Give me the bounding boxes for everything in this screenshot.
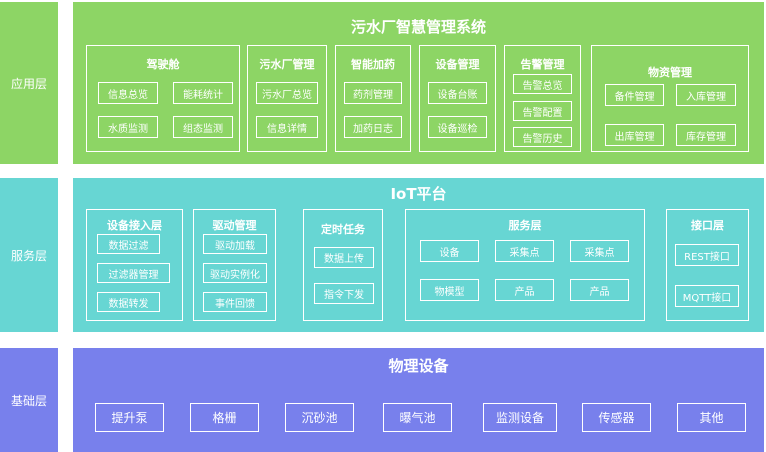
material-title: 物资管理 [648, 66, 692, 79]
driver-item-load[interactable]: 驱动加载 [203, 234, 267, 254]
dosing-group: 智能加药 药剂管理 加药日志 [335, 45, 411, 152]
cockpit-title: 驾驶舱 [146, 58, 180, 71]
iface-item-rest[interactable]: REST接口 [675, 244, 739, 266]
svc-item-point-1[interactable]: 采集点 [495, 240, 554, 262]
alarm-group: 告警管理 告警总览 告警配置 告警历史 [504, 45, 581, 152]
plant-item-overview[interactable]: 污水厂总览 [256, 82, 318, 104]
alarm-title: 告警管理 [520, 58, 565, 71]
dosing-title: 智能加药 [351, 58, 395, 71]
iface-title: 接口层 [691, 219, 724, 232]
base-layer: 物理设备 提升泵 格栅 沉砂池 曝气池 监测设备 传感器 其他 [73, 348, 764, 452]
svc-item-point-2[interactable]: 采集点 [570, 240, 629, 262]
equipment-group: 设备管理 设备台账 设备巡检 [419, 45, 496, 152]
access-group: 设备接入层 数据过滤 过滤器管理 数据转发 [86, 209, 183, 321]
dosing-item-reagent[interactable]: 药剂管理 [344, 82, 402, 104]
alarm-item-config[interactable]: 告警配置 [513, 101, 572, 121]
iface-item-mqtt[interactable]: MQTT接口 [675, 285, 739, 307]
cockpit-item-config-monitor[interactable]: 组态监测 [173, 116, 233, 138]
material-item-inbound[interactable]: 入库管理 [676, 84, 736, 106]
app-layer: 污水厂智慧管理系统 驾驶舱 信息总览 能耗统计 水质监测 组态监测 污水厂管理 … [73, 2, 764, 164]
access-title: 设备接入层 [107, 219, 162, 232]
base-layer-label: 基础层 [0, 348, 58, 452]
driver-item-event-feedback[interactable]: 事件回馈 [203, 292, 267, 312]
driver-item-instantiate[interactable]: 驱动实例化 [203, 263, 267, 283]
driver-title: 驱动管理 [212, 219, 257, 232]
device-sensor[interactable]: 传感器 [582, 403, 651, 432]
material-item-inventory[interactable]: 库存管理 [676, 124, 736, 146]
device-aeration-tank[interactable]: 曝气池 [383, 403, 452, 432]
alarm-item-overview[interactable]: 告警总览 [513, 74, 572, 94]
svc-title: 服务层 [508, 219, 542, 232]
timer-group: 定时任务 数据上传 指令下发 [303, 209, 383, 321]
service-layer-title: IoT平台 [390, 185, 447, 203]
cockpit-group: 驾驶舱 信息总览 能耗统计 水质监测 组态监测 [86, 45, 240, 152]
base-layer-title: 物理设备 [388, 357, 449, 375]
svc-item-thing-model[interactable]: 物模型 [420, 279, 479, 301]
device-grit-chamber[interactable]: 沉砂池 [285, 403, 354, 432]
service-layer-label: 服务层 [0, 178, 58, 332]
timer-title: 定时任务 [321, 223, 365, 236]
access-item-filter-manager[interactable]: 过滤器管理 [97, 263, 170, 283]
svc-item-product-1[interactable]: 产品 [495, 279, 554, 301]
plant-item-detail[interactable]: 信息详情 [256, 116, 318, 138]
material-group: 物资管理 备件管理 入库管理 出库管理 库存管理 [591, 45, 749, 152]
timer-item-upload[interactable]: 数据上传 [314, 247, 374, 268]
plant-group: 污水厂管理 污水厂总览 信息详情 [247, 45, 327, 152]
service-layer-label-text: 服务层 [10, 248, 47, 263]
dosing-item-log[interactable]: 加药日志 [344, 116, 402, 138]
material-item-spare-parts[interactable]: 备件管理 [605, 84, 664, 106]
cockpit-item-water-quality[interactable]: 水质监测 [98, 116, 158, 138]
svc-item-device[interactable]: 设备 [420, 240, 479, 262]
service-layer: IoT平台 设备接入层 数据过滤 过滤器管理 数据转发 驱动管理 驱动加载 驱动… [73, 178, 764, 332]
equipment-title: 设备管理 [435, 58, 480, 71]
device-grille[interactable]: 格栅 [190, 403, 259, 432]
alarm-item-history[interactable]: 告警历史 [513, 127, 572, 147]
access-item-forward[interactable]: 数据转发 [97, 292, 160, 312]
cockpit-item-info-overview[interactable]: 信息总览 [98, 82, 158, 104]
app-layer-label-text: 应用层 [10, 76, 47, 91]
device-monitoring[interactable]: 监测设备 [483, 403, 557, 432]
base-layer-label-text: 基础层 [10, 393, 47, 408]
access-item-filter[interactable]: 数据过滤 [97, 234, 160, 254]
driver-group: 驱动管理 驱动加载 驱动实例化 事件回馈 [193, 209, 276, 321]
app-layer-title: 污水厂智慧管理系统 [350, 18, 486, 36]
device-other[interactable]: 其他 [677, 403, 746, 432]
cockpit-item-energy-stats[interactable]: 能耗统计 [173, 82, 233, 104]
iface-group: 接口层 REST接口 MQTT接口 [666, 209, 749, 321]
svc-item-product-2[interactable]: 产品 [570, 279, 629, 301]
material-item-outbound[interactable]: 出库管理 [605, 124, 664, 146]
timer-item-command[interactable]: 指令下发 [314, 283, 374, 304]
app-layer-label: 应用层 [0, 2, 58, 164]
equipment-item-ledger[interactable]: 设备台账 [428, 82, 487, 104]
equipment-item-inspection[interactable]: 设备巡检 [428, 116, 487, 138]
plant-title: 污水厂管理 [259, 58, 315, 71]
svc-group: 服务层 设备 采集点 采集点 物模型 产品 产品 [405, 209, 645, 321]
device-lift-pump[interactable]: 提升泵 [95, 403, 164, 432]
